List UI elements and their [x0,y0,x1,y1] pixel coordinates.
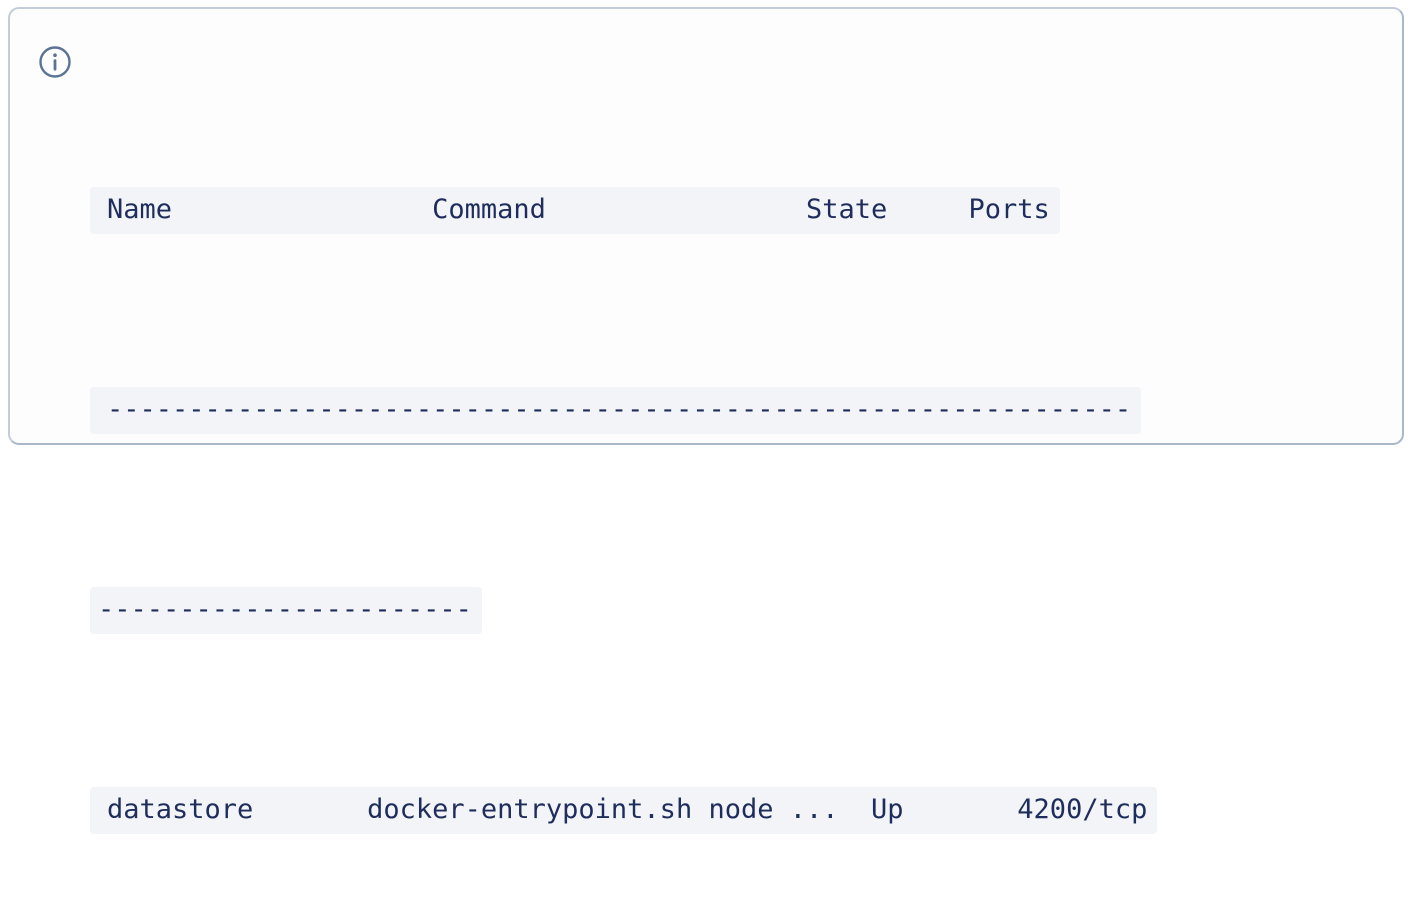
info-alert-card: Name Command State Ports ---------------… [8,7,1404,834]
compose-ps-output: Name Command State Ports ---------------… [90,35,1390,920]
output-line-header: Name Command State Ports [90,185,1390,235]
output-line-separator-2: ----------------------- [90,585,1390,635]
info-icon [38,45,72,79]
output-line-separator-1: ----------------------------------------… [90,385,1390,435]
table-header-row: Name Command State Ports [90,187,1060,234]
table-separator-wrapped: ----------------------- [90,587,482,634]
row-datastore: datastore docker-entrypoint.sh node ... … [90,787,1158,834]
table-row: datastore docker-entrypoint.sh node ... … [90,785,1390,835]
table-separator: ----------------------------------------… [90,387,1142,434]
